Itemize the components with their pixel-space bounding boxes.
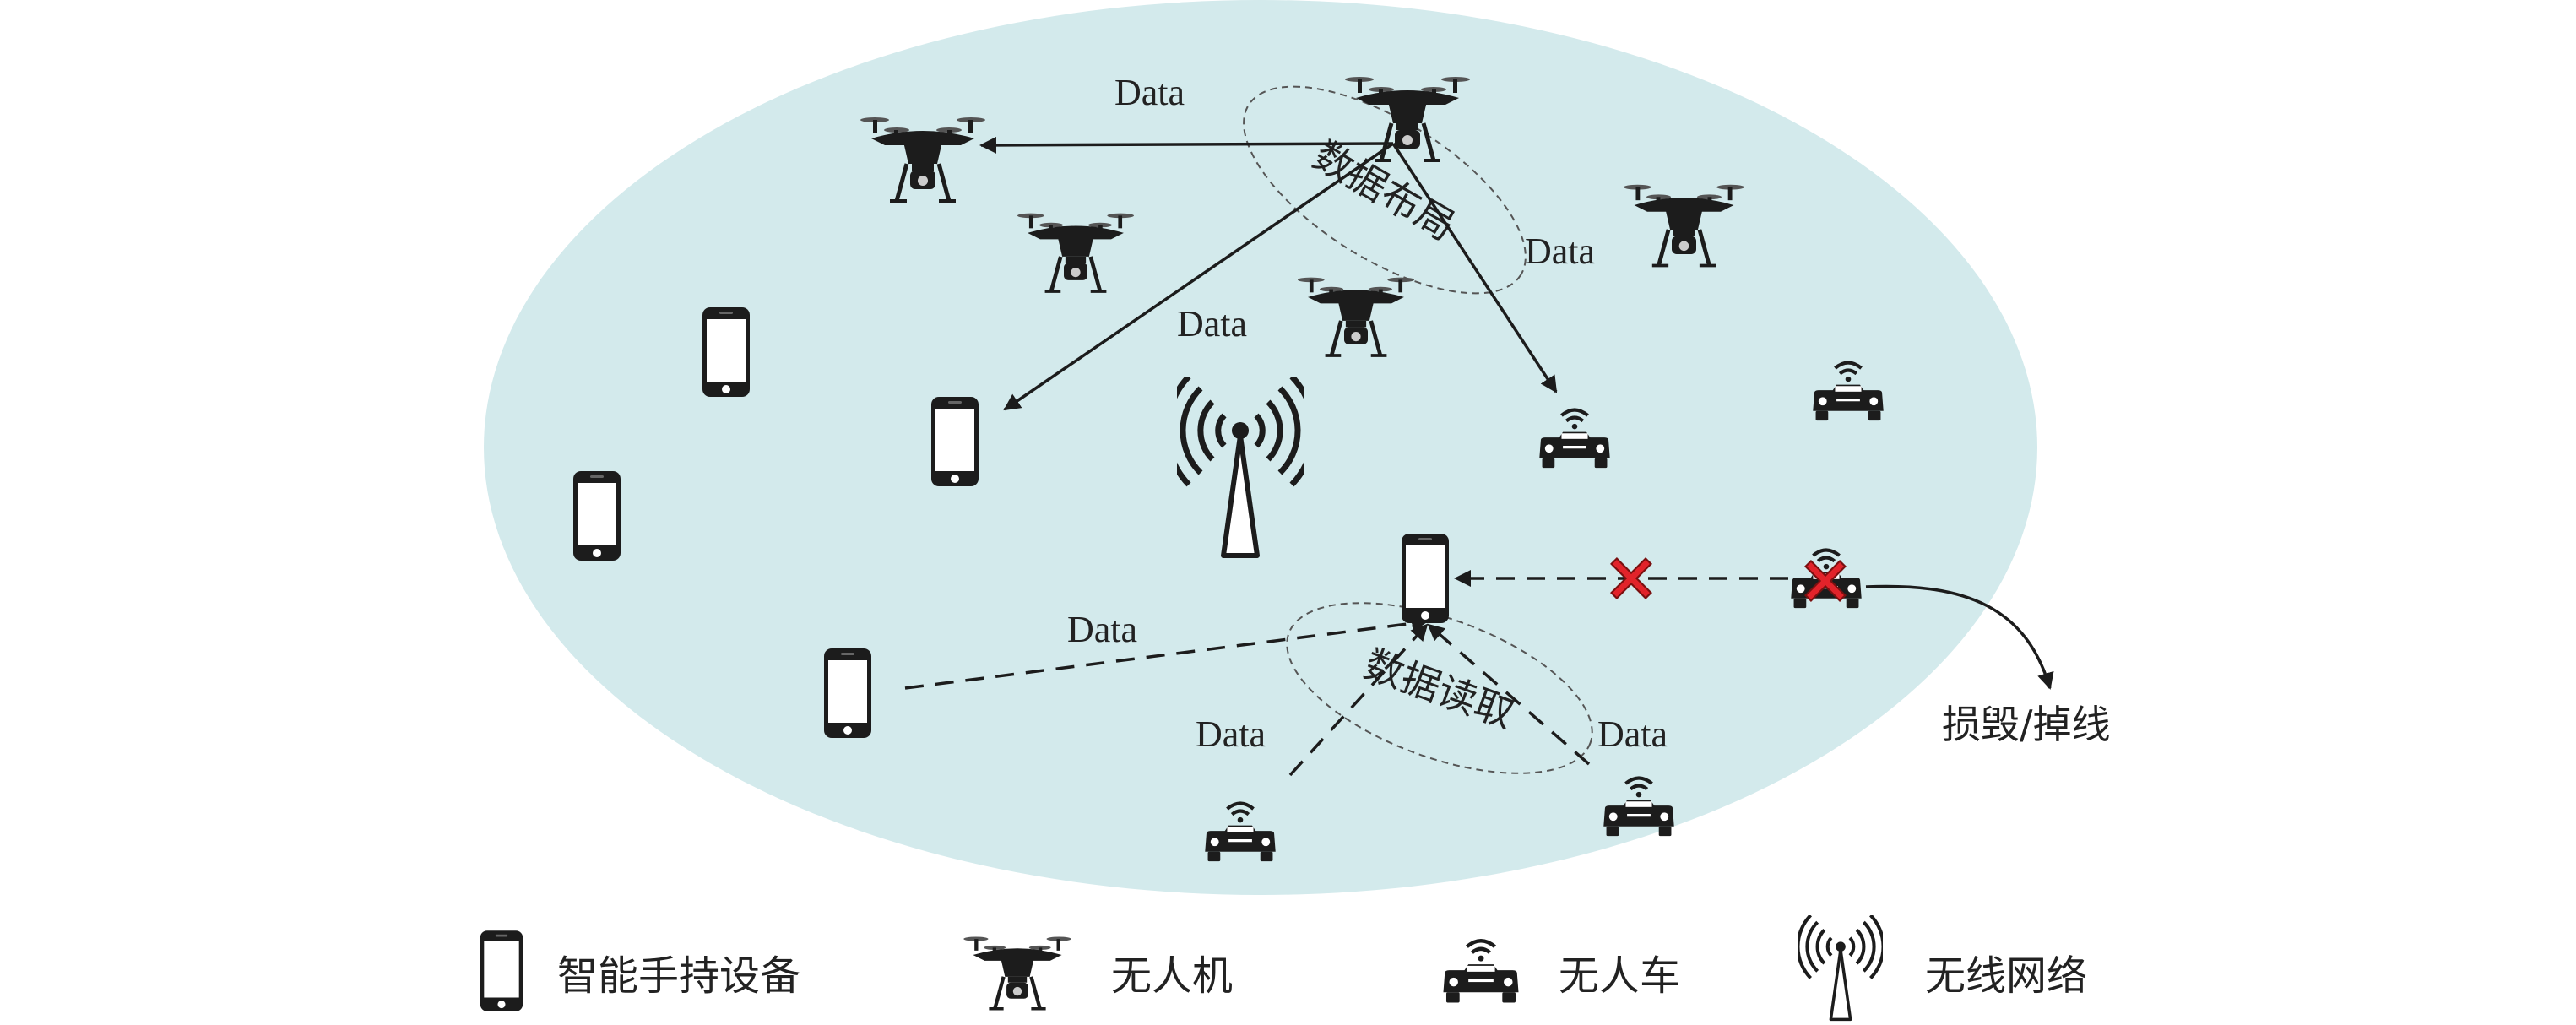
legend-label: 无人车	[1559, 952, 1680, 1000]
legend-label: 无人机	[1111, 952, 1233, 1000]
data-label-5: Data	[1196, 713, 1266, 755]
data-label-4: Data	[1067, 609, 1137, 650]
legend-item: 无人车	[1443, 941, 1680, 1002]
smartphone-icon	[573, 471, 621, 561]
smartphone-icon	[824, 648, 871, 738]
arrow-drone-to-phone	[1003, 142, 1394, 411]
smartphone-icon	[702, 307, 750, 397]
drone-icon	[963, 936, 1071, 1008]
arrow-car2-to-phone	[1427, 623, 1591, 766]
arrow-car-to-phone	[1288, 623, 1429, 777]
legend-item: 无线网络	[1798, 915, 2087, 1019]
legend-label: 智能手持设备	[557, 952, 800, 1000]
car-icon	[1443, 941, 1518, 1002]
legend-item: 智能手持设备	[480, 930, 800, 1011]
data-label-1: Data	[1114, 72, 1185, 113]
data-label-3: Data	[1177, 303, 1247, 344]
smartphone-icon	[1402, 534, 1449, 623]
data-read-region	[1286, 602, 1593, 774]
legend-label: 无线网络	[1925, 952, 2087, 1000]
antenna-icon	[1798, 915, 1883, 1019]
failure-label: 损毁/掉线	[1942, 702, 2111, 747]
legend-item: 无人机	[963, 936, 1233, 1008]
arrow-drone-to-car	[1391, 143, 1558, 393]
arrow-phone-to-phone	[904, 615, 1429, 690]
smartphone-icon	[931, 397, 979, 486]
legend: 智能手持设备 无人机 无人车 无线网络	[480, 915, 2087, 1019]
data-label-6: Data	[1597, 713, 1668, 755]
failure-arrow	[1865, 584, 2054, 690]
data-label-2: Data	[1525, 230, 1595, 272]
data-layout-region	[1243, 85, 1527, 295]
network-coverage-area	[484, 0, 2037, 895]
arrow-drone-to-drone	[979, 136, 1394, 154]
smartphone-icon	[480, 930, 523, 1011]
